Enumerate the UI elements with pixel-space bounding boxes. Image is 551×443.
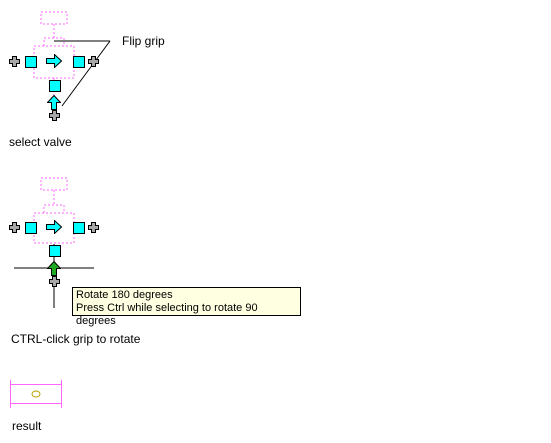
add-grip-icon[interactable] bbox=[9, 56, 20, 67]
location-grip-icon[interactable] bbox=[49, 80, 61, 92]
add-grip-icon[interactable] bbox=[88, 56, 99, 67]
flip-arrow-active-icon[interactable] bbox=[47, 261, 61, 276]
flip-arrow-icon[interactable] bbox=[46, 54, 62, 68]
flip-arrow-icon[interactable] bbox=[46, 220, 62, 234]
tooltip-line-1: Rotate 180 degrees bbox=[76, 289, 173, 301]
flip-grip-label: Flip grip bbox=[122, 34, 165, 48]
step-caption-select-valve: select valve bbox=[9, 135, 72, 149]
flip-arrow-icon[interactable] bbox=[47, 95, 61, 110]
location-grip-icon[interactable] bbox=[73, 222, 85, 234]
location-grip-icon[interactable] bbox=[25, 222, 37, 234]
add-grip-icon[interactable] bbox=[9, 222, 20, 233]
step-caption-ctrl-click: CTRL-click grip to rotate bbox=[11, 332, 141, 346]
valve-symbol-icon bbox=[10, 380, 62, 408]
tooltip-line-2: Press Ctrl while selecting to rotate 90 … bbox=[76, 302, 258, 327]
flip-grip-callout-lines bbox=[54, 40, 111, 107]
add-grip-icon[interactable] bbox=[49, 110, 60, 121]
add-grip-icon[interactable] bbox=[49, 276, 60, 287]
location-grip-icon[interactable] bbox=[49, 245, 61, 257]
step-caption-result: result bbox=[12, 419, 42, 433]
location-grip-icon[interactable] bbox=[25, 56, 37, 68]
add-grip-icon[interactable] bbox=[88, 222, 99, 233]
location-grip-icon[interactable] bbox=[73, 56, 85, 68]
rotate-tooltip: Rotate 180 degrees Press Ctrl while sele… bbox=[72, 287, 301, 327]
